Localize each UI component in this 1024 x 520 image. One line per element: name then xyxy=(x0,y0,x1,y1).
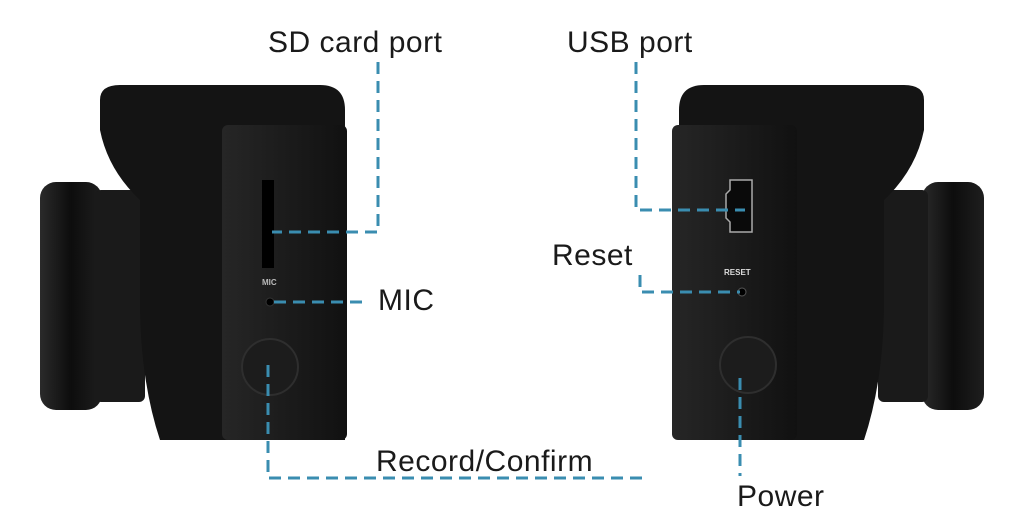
lens-grip xyxy=(878,190,928,402)
left-camera xyxy=(40,85,347,440)
mic-hole xyxy=(265,297,275,307)
mic-print: MIC xyxy=(262,278,277,287)
reset-label: Reset xyxy=(552,239,633,272)
usb-port-label: USB port xyxy=(567,26,693,59)
record-confirm-label: Record/Confirm xyxy=(376,445,594,478)
reset-print: RESET xyxy=(724,268,751,277)
side-panel xyxy=(672,125,797,440)
sd-card-port-label: SD card port xyxy=(268,26,443,59)
right-camera xyxy=(672,85,984,440)
sd-card-slot xyxy=(262,180,274,268)
record-button[interactable] xyxy=(241,338,299,396)
mic-label: MIC xyxy=(378,284,435,317)
power-button[interactable] xyxy=(719,336,777,394)
lens-ring xyxy=(922,182,984,410)
lens-grip xyxy=(95,190,145,402)
record-leader xyxy=(266,365,642,480)
power-label: Power xyxy=(737,480,825,513)
reset-leader xyxy=(638,275,740,294)
usb-leader xyxy=(634,62,745,212)
leader-lines xyxy=(266,62,745,480)
side-panel xyxy=(222,125,347,440)
usb-port xyxy=(725,179,753,233)
lens-ring xyxy=(40,182,102,410)
